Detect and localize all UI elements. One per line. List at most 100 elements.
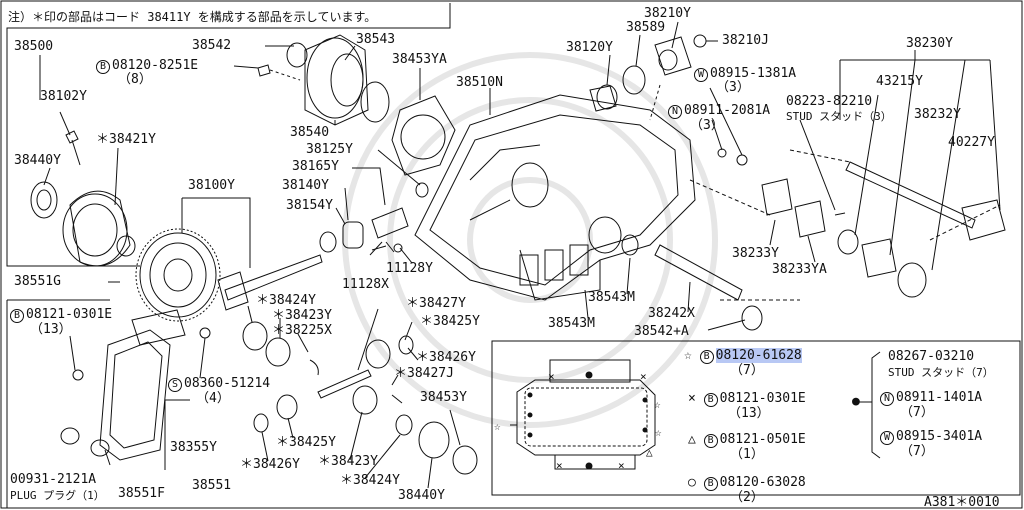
part-38421y: ＊38421Y: [96, 132, 156, 147]
qty-7-b: （7）: [900, 405, 934, 420]
bolt-b-icon: B: [10, 309, 24, 323]
inset-star-marker: ☆: [654, 398, 661, 411]
part-38232y: 38232Y: [914, 107, 961, 122]
qty-13: （13）: [30, 322, 72, 337]
part-38543m-a: 38543M: [588, 290, 635, 305]
bolt-b-icon: B: [703, 434, 718, 448]
stud-3-label: STUD スタッド（3）: [786, 110, 892, 123]
part-38540: 38540: [290, 125, 330, 140]
washer-w-icon: W: [694, 68, 708, 82]
part-38542: 38542: [192, 38, 232, 53]
part-43215y: 43215Y: [876, 74, 923, 89]
part-38589: 38589: [626, 20, 666, 35]
part-38125y: 38125Y: [306, 142, 353, 157]
screw-s-icon: S: [168, 378, 182, 392]
plug-label: PLUG プラグ（1）: [10, 489, 105, 502]
washer-w-icon: W: [880, 431, 894, 445]
pinion-drawing: [217, 182, 429, 311]
inset-star-marker: ☆: [655, 426, 662, 439]
circle-symbol-icon: ○: [688, 475, 696, 490]
part-38551g: 38551G: [14, 274, 61, 289]
part-11128x: 11128X: [342, 277, 389, 292]
qty-1: （1）: [730, 447, 764, 462]
stud-7-label: STUD スタッド（7）: [888, 366, 994, 379]
inset-cross-marker: ×: [556, 459, 563, 472]
part-38543: 38543: [356, 32, 396, 47]
part-38543m-b: 38543M: [548, 316, 595, 331]
bolt-b-icon: B: [699, 350, 714, 364]
nut-n-icon: N: [880, 392, 894, 406]
inset-cross-marker: ×: [618, 459, 625, 472]
part-38425y-b: ＊38425Y: [276, 435, 336, 450]
part-38424y-a: ＊38424Y: [256, 293, 316, 308]
part-38210y: 38210Y: [644, 6, 691, 21]
part-38500: 38500: [14, 39, 54, 54]
bolt-b-icon: B: [96, 60, 110, 74]
part-08120-61628: 08120-61628: [715, 348, 802, 363]
part-08911-2081a-label: 08911-2081A: [684, 103, 771, 118]
part-38140y: 38140Y: [282, 178, 329, 193]
part-38427j: ＊38427J: [394, 366, 454, 381]
part-38551f: 38551F: [118, 486, 165, 501]
part-38427y: ＊38427Y: [406, 296, 466, 311]
nut-n-icon: N: [668, 105, 682, 119]
inset-cross-marker: ×: [548, 370, 555, 383]
part-38425y-a: ＊38425Y: [420, 314, 480, 329]
part-08120-8251e-label: 08120-8251E: [112, 58, 199, 73]
star-symbol-icon: ☆: [684, 348, 692, 363]
composition-note: 注）＊印の部品はコード 38411Y を構成する部品を示しています。: [8, 10, 377, 24]
part-40227y: 40227Y: [948, 135, 995, 150]
part-38120y: 38120Y: [566, 40, 613, 55]
qty-4: （4）: [196, 391, 230, 406]
part-08121-0301e-inset: 08121-0301E: [719, 391, 806, 406]
bolt-b-icon: B: [703, 477, 718, 491]
axle-shafts-drawing: [589, 34, 1006, 331]
spider-gears-drawing: [242, 321, 478, 475]
leader-lines: [39, 21, 1001, 489]
part-08360-51214-label: 08360-51214: [184, 376, 271, 391]
side-cover-drawing: [257, 34, 456, 176]
qty-13-b: （13）: [728, 406, 770, 421]
part-38230y: 38230Y: [906, 36, 953, 51]
diff-case-drawing: [30, 130, 136, 267]
part-38102y: 38102Y: [40, 89, 87, 104]
part-38154y: 38154Y: [286, 198, 333, 213]
bolt-b-icon: B: [703, 393, 718, 407]
part-38424y-b: ＊38424Y: [340, 473, 400, 488]
part-38440y-bottom: 38440Y: [398, 488, 445, 503]
part-38423y-b: ＊38423Y: [318, 454, 378, 469]
part-38453y: 38453Y: [420, 390, 467, 405]
part-08911-1401a-label: 08911-1401A: [896, 390, 983, 405]
rear-cover-drawing: [60, 309, 211, 461]
figure-code: A381＊0010: [924, 495, 1000, 510]
qty-7-c: （7）: [900, 444, 934, 459]
part-08121-0301e-label: 08121-0301E: [26, 307, 113, 322]
part-38551: 38551: [192, 478, 232, 493]
part-38440y-left: 38440Y: [14, 153, 61, 168]
part-08121-0501e: 08121-0501E: [719, 432, 806, 447]
part-38423y-a: ＊38423Y: [272, 308, 332, 323]
inset-star-marker: ☆: [494, 420, 501, 433]
part-38233y: 38233Y: [732, 246, 779, 261]
qty-2: （2）: [730, 490, 764, 505]
carrier-housing-drawing: [414, 94, 696, 301]
triangle-symbol-icon: △: [688, 432, 696, 447]
part-08120-63028: 08120-63028: [719, 475, 806, 490]
part-08267-03210: 08267-03210: [888, 349, 975, 364]
inset-triangle-marker: △: [646, 446, 653, 459]
part-38242x: 38242X: [648, 306, 695, 321]
inset-cross-marker: ×: [640, 370, 647, 383]
part-38510n: 38510N: [456, 75, 503, 90]
cross-symbol-icon: ×: [688, 391, 696, 406]
